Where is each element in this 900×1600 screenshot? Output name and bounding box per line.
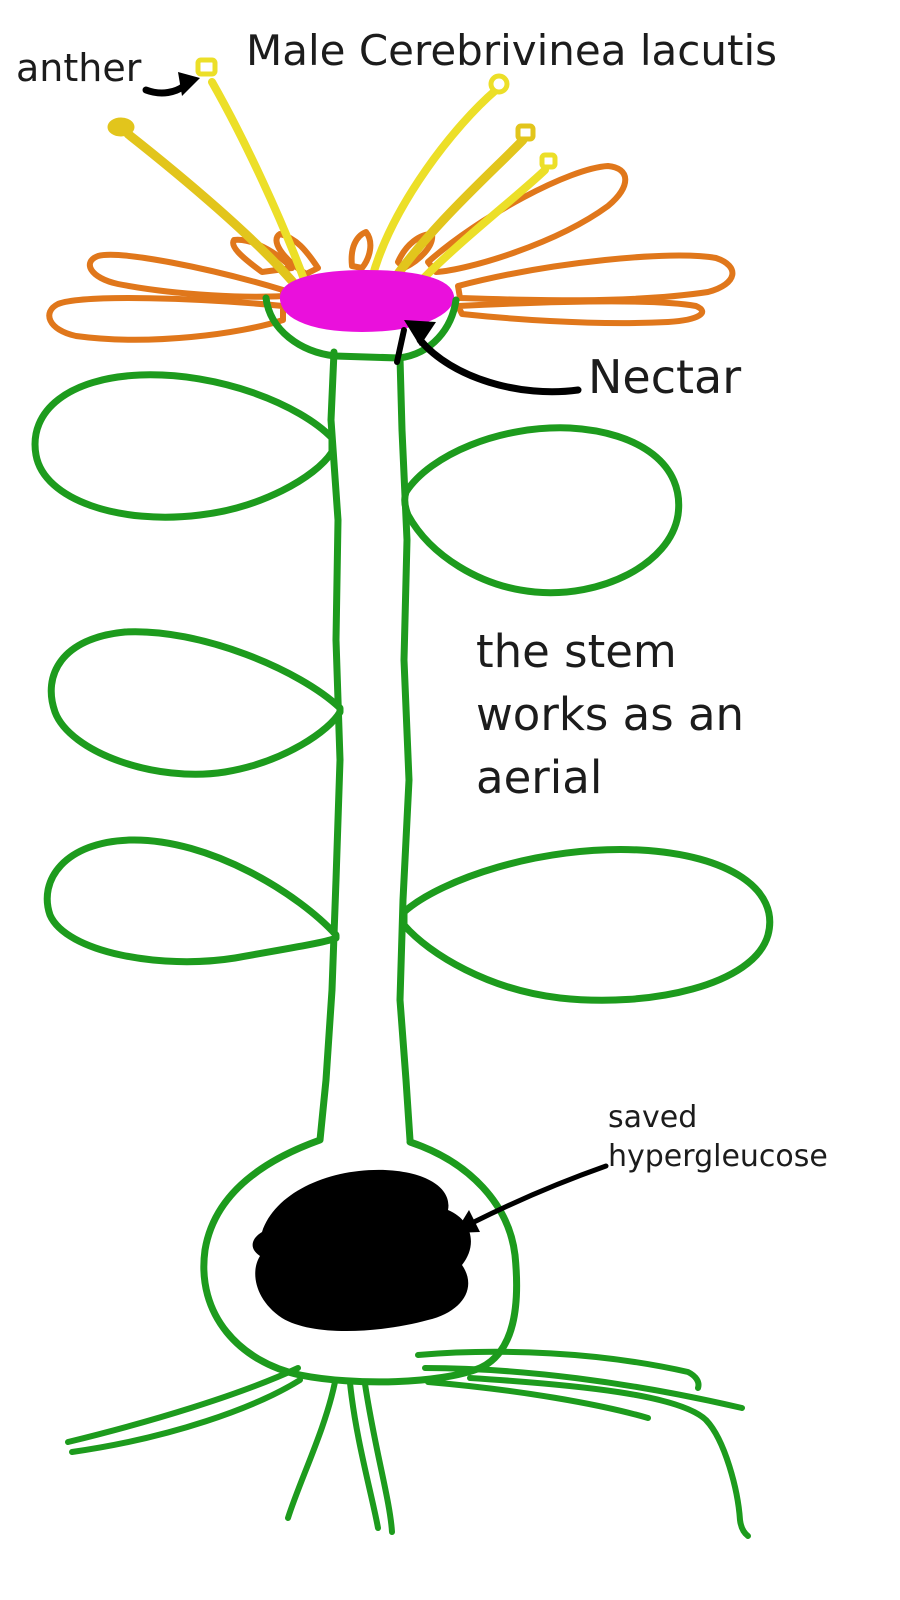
leaves-group <box>31 371 774 1004</box>
nectar-arrow-icon <box>394 320 582 396</box>
anther-tip-icon <box>539 152 558 170</box>
leaf-right-bottom <box>400 846 774 1004</box>
diagram-title: Male Cerebrivinea lacutis <box>246 26 777 75</box>
stem <box>316 348 414 1144</box>
leaf-left-bottom <box>43 836 340 966</box>
nectar-label: Nectar <box>588 350 742 404</box>
anther-tip-icon <box>515 123 536 142</box>
roots-group <box>65 1348 751 1539</box>
stem-aerial-note: the stem works as an aerial <box>476 625 745 804</box>
nectar-blob <box>279 270 454 332</box>
hypergleucose-label: saved hypergleucose <box>608 1100 828 1174</box>
leaf-left-top <box>31 371 336 521</box>
anther-stamens-group <box>107 57 558 293</box>
anther-arrow-icon <box>142 72 200 97</box>
leaf-right-top <box>401 424 683 597</box>
leaf-left-middle <box>47 628 344 778</box>
anther-tip-icon <box>488 73 510 95</box>
anther-tip-icon <box>195 57 218 77</box>
hypergleucose-blob <box>252 1169 471 1332</box>
anther-label: anther <box>16 46 142 90</box>
hypergleucose-arrow-icon <box>455 1163 609 1233</box>
anther-tip-icon <box>107 117 135 137</box>
